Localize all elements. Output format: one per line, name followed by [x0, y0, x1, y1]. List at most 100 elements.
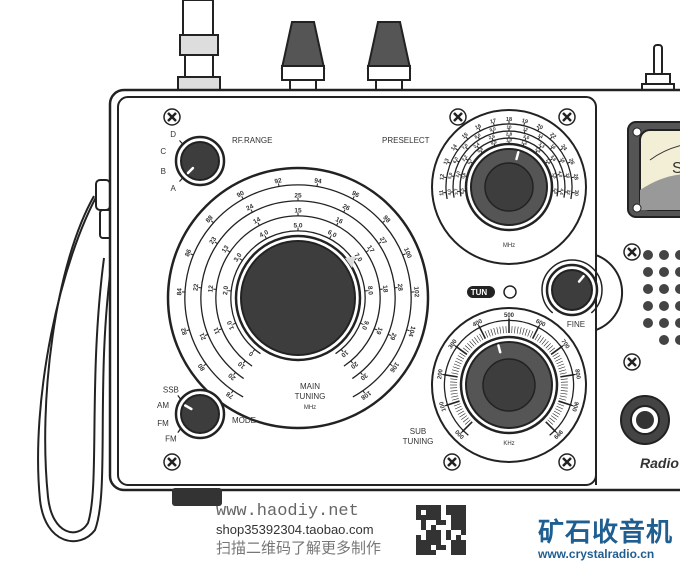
qr-module	[431, 535, 436, 540]
qr-module	[421, 525, 426, 530]
speaker-hole	[659, 301, 669, 311]
sub-tuning-tick	[454, 405, 462, 410]
preselect-scale-3-tick-label: 2.6	[488, 133, 496, 140]
preselect-scale-2-tick	[549, 146, 553, 150]
sub-tuning-tick	[549, 417, 556, 423]
preselect-scale-3-tick-label: 2.8	[506, 132, 513, 137]
rf-range-option: D	[170, 130, 176, 139]
qr-module	[446, 505, 451, 510]
mode-option: FM	[157, 419, 169, 428]
preselect-scale-2-tick	[456, 160, 460, 163]
preselect-scale-2-ring	[452, 130, 566, 198]
preselect-scale-3-tick-label: 4.0	[557, 171, 563, 179]
preselect-scale-1-tick	[559, 148, 563, 151]
main-scale-2-tick-label: 15	[294, 207, 302, 214]
preselect-scale-4-tick-label: 1.8	[552, 172, 558, 180]
main-scale-4-tick	[190, 253, 194, 256]
qr-module	[461, 510, 466, 515]
screw-cross-icon	[447, 457, 457, 467]
sub-tuning-tick	[493, 327, 496, 335]
sub-tuning-tick	[560, 373, 575, 378]
main-scale-1-tick-label: 1.0	[226, 319, 236, 330]
speaker-hole	[675, 318, 680, 328]
foot	[172, 488, 222, 506]
sub-scale-tick-label: 200	[437, 368, 445, 379]
qr-module	[426, 505, 431, 510]
sub-tuning-tick	[464, 419, 471, 425]
main-scale-2-tick-label: 14	[252, 216, 262, 226]
sub-scale-tick-label: 800	[573, 369, 581, 380]
qr-module	[461, 540, 466, 545]
preselect-scale-1-tick-label: 15	[461, 132, 470, 141]
main-scale-4-tick	[352, 196, 355, 200]
rf-range-option: A	[170, 184, 176, 193]
top-knob-right[interactable]	[366, 21, 412, 97]
qr-module	[461, 525, 466, 530]
sub-scale-tick	[444, 404, 448, 407]
sub-tuning-tick	[459, 413, 466, 418]
preselect-scale-1-tick	[447, 161, 451, 164]
right-panel-edge	[595, 120, 623, 485]
preselect-scale-4-tick-label: 1.2	[521, 139, 529, 146]
sub-tuning-knob-cap[interactable]	[482, 358, 536, 412]
rf-range-knob[interactable]	[180, 141, 220, 181]
preselect-scale-4-tick-label: 0.8	[476, 146, 484, 154]
mode-knob[interactable]	[180, 394, 220, 434]
preselect-scale-2-tick	[465, 146, 469, 150]
main-scale-4-tick	[210, 220, 214, 224]
mode-knob-pointer-icon	[184, 404, 193, 411]
sub-tuning-tick	[456, 357, 463, 362]
qr-module	[456, 545, 461, 550]
main-tuning-knob[interactable]	[240, 240, 356, 356]
qr-module	[451, 545, 456, 550]
toggle-switch[interactable]	[641, 44, 675, 97]
qr-module	[436, 520, 441, 525]
sub-tuning-tick	[479, 333, 484, 341]
preselect-knob-cap[interactable]	[484, 162, 534, 212]
preselect-scale-4-tick-label: 0.9	[490, 139, 498, 146]
main-scale-2-tick-label: 19	[374, 326, 383, 336]
main-scale-4-tick-label: 84	[176, 288, 183, 296]
main-scale-2-tick	[218, 328, 223, 331]
rf-range-option: B	[161, 167, 166, 176]
sub-tuning-tick	[522, 327, 525, 335]
main-scale-4-ring	[184, 184, 412, 398]
speaker-hole	[659, 267, 669, 277]
fine-tuning-knob[interactable]	[551, 269, 593, 311]
sub-tuning-tick	[454, 360, 462, 365]
preselect-scale-1-tick-label: 28	[572, 174, 579, 181]
sub-scale-tick	[537, 324, 541, 328]
sub-tuning-tick	[487, 329, 491, 337]
tun-label: TUN	[471, 288, 488, 297]
sub-tuning-tick	[456, 408, 463, 413]
sub-tuning-tick	[550, 415, 557, 420]
qr-module	[426, 515, 431, 520]
sub-tuning-tick	[558, 400, 573, 407]
qr-module	[456, 535, 461, 540]
sub-tuning-tick	[537, 335, 542, 342]
qr-module	[426, 510, 431, 515]
main-scale-3-tick	[250, 209, 253, 213]
preselect-scale-2-tick-label: 20	[565, 173, 571, 179]
sub-tuning-tick	[451, 395, 459, 398]
qr-module	[426, 545, 431, 550]
main-scale-1-tick	[252, 349, 256, 353]
main-scale-2-tick	[373, 328, 378, 331]
preselect-scale-3-tick-label: 3.3	[538, 141, 546, 149]
top-knob-left[interactable]	[280, 21, 326, 97]
qr-module	[461, 530, 466, 535]
mode-option: AM	[157, 401, 169, 410]
sub-tuning-unit: KHz	[503, 441, 514, 447]
main-scale-4-tick	[186, 329, 190, 332]
qr-module	[436, 510, 441, 515]
sub-tuning-tick	[478, 325, 487, 340]
sub-tuning-tick	[462, 417, 469, 423]
headphone-jack[interactable]	[620, 395, 670, 445]
site-url: www.haodiy.net	[216, 502, 359, 521]
scan-text: 扫描二维码了解更多制作	[216, 539, 382, 557]
main-scale-3-tick-label: 27	[378, 236, 388, 246]
preselect-scale-3-tick-label: 4.4	[559, 188, 565, 195]
main-scale-1-tick	[232, 322, 236, 325]
sub-tuning-tick	[490, 328, 494, 336]
sub-tuning-tick	[559, 395, 567, 398]
